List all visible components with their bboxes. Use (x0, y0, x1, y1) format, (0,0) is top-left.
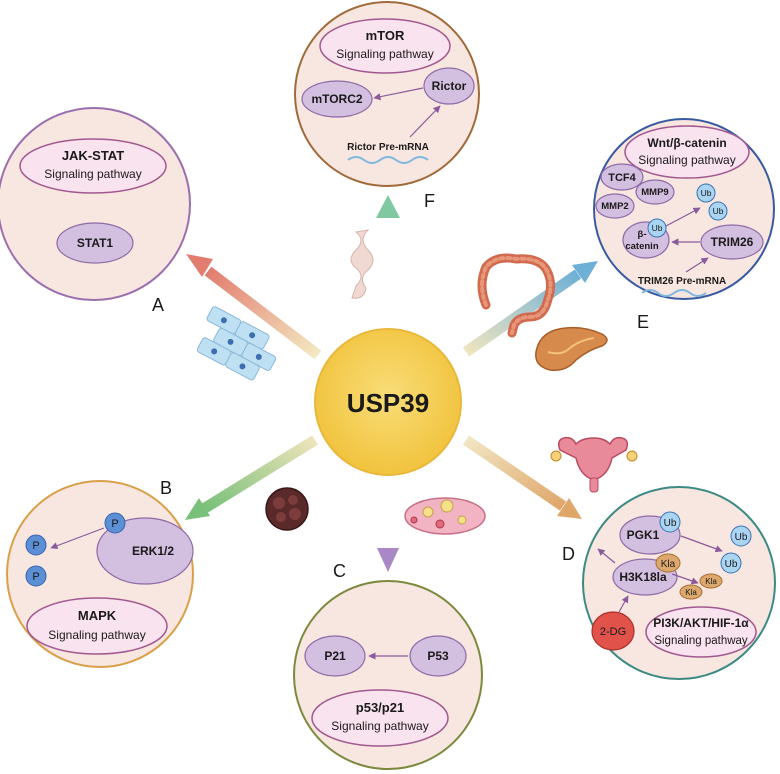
mmp9-label: MMP9 (641, 187, 668, 198)
uterus-icon (550, 436, 638, 493)
panel-E-letter: E (637, 312, 649, 332)
arrow-to-A (186, 254, 322, 360)
kla-free-2: Kla (685, 588, 697, 597)
pancreas-icon (535, 326, 608, 372)
p53-label: P53 (427, 649, 449, 663)
ovary-icon (404, 497, 486, 535)
panel-B-pathway-suffix: Signaling pathway (48, 628, 145, 642)
panel-D-pathway-name: PI3K/AKT/HIF-1α (653, 616, 749, 630)
panel-C-pathway-name: p53/p21 (356, 700, 404, 715)
rictor-label: Rictor (432, 79, 467, 93)
ub-on-pgk1: Ub (664, 518, 677, 529)
ub-free-E1: Ub (701, 188, 712, 198)
trim26-label: TRIM26 (711, 235, 754, 249)
rictor-premrna-label: Rictor Pre-mRNA (347, 142, 429, 153)
panel-B-letter: B (160, 478, 172, 498)
phospho-free-2: P (32, 571, 39, 583)
p21-label: P21 (324, 649, 346, 663)
vessel-icon (350, 229, 374, 299)
kla-free-1: Kla (705, 577, 717, 586)
panel-D: PGK1 Ub Ub Ub H3K18la Kla Kla Kla 2-DG P… (582, 486, 776, 680)
panel-C: P21 P53 p53/p21 Signaling pathway (293, 580, 483, 770)
panel-A-pathway-name: JAK-STAT (62, 148, 124, 163)
inhibitor-label: 2-DG (600, 626, 626, 638)
panel-E: Wnt/β-catenin Signaling pathway TCF4 MMP… (593, 118, 775, 300)
ub-free-2: Ub (725, 559, 738, 570)
beta-catenin-line2: catenin (625, 241, 658, 252)
pgk1-label: PGK1 (627, 528, 660, 542)
arrow-to-E (462, 261, 598, 357)
arrow-to-F (376, 195, 400, 318)
erk-label: ERK1/2 (132, 544, 174, 558)
panel-C-pathway-suffix: Signaling pathway (331, 719, 428, 733)
trim26-premrna-wave (641, 289, 707, 297)
arrow-to-B (185, 435, 318, 520)
phospho-on-erk: P (111, 518, 118, 530)
panel-F: mTOR Signaling pathway mTORC2 Rictor Ric… (294, 1, 480, 187)
ub-on-catenin: Ub (652, 223, 663, 233)
arrow-to-C (377, 472, 399, 572)
panel-D-pathway-suffix: Signaling pathway (654, 635, 748, 647)
colon-icon (477, 253, 556, 338)
phospho-free-1: P (32, 540, 39, 552)
usp39-label: USP39 (347, 388, 429, 418)
rictor-premrna-wave (347, 156, 429, 164)
panel-F-letter: F (424, 191, 435, 211)
ub-free-E2: Ub (713, 206, 724, 216)
beta-catenin-line1: β- (638, 229, 647, 240)
panel-E-pathway-name: Wnt/β-catenin (647, 136, 726, 150)
stat1-label: STAT1 (77, 236, 114, 250)
tumor-icon (265, 487, 309, 531)
panel-B-pathway-name: MAPK (78, 608, 117, 623)
mtorc2-label: mTORC2 (311, 92, 362, 106)
panel-E-pathway-suffix: Signaling pathway (638, 153, 735, 167)
usp39-node: USP39 (314, 328, 462, 476)
mmp2-label: MMP2 (601, 201, 628, 212)
tcf4-label: TCF4 (608, 172, 636, 184)
arrow-to-D (462, 435, 582, 519)
panel-C-letter: C (333, 561, 346, 581)
panel-F-pathway-name: mTOR (366, 28, 405, 43)
panel-A-letter: A (152, 295, 164, 315)
panel-A: JAK-STAT Signaling pathway STAT1 (0, 107, 191, 301)
panel-F-pathway-suffix: Signaling pathway (336, 47, 433, 61)
h3k18la-label: H3K18la (619, 570, 667, 584)
panel-B: ERK1/2 P P P MAPK Signaling pathway (6, 480, 194, 668)
ub-free-1: Ub (735, 532, 748, 543)
muscle-cells-icon (196, 306, 277, 381)
panel-A-pathway-suffix: Signaling pathway (44, 167, 141, 181)
panel-D-letter: D (562, 544, 575, 564)
trim26-premrna-label: TRIM26 Pre-mRNA (638, 276, 726, 287)
kla-on-histone: Kla (661, 559, 676, 570)
